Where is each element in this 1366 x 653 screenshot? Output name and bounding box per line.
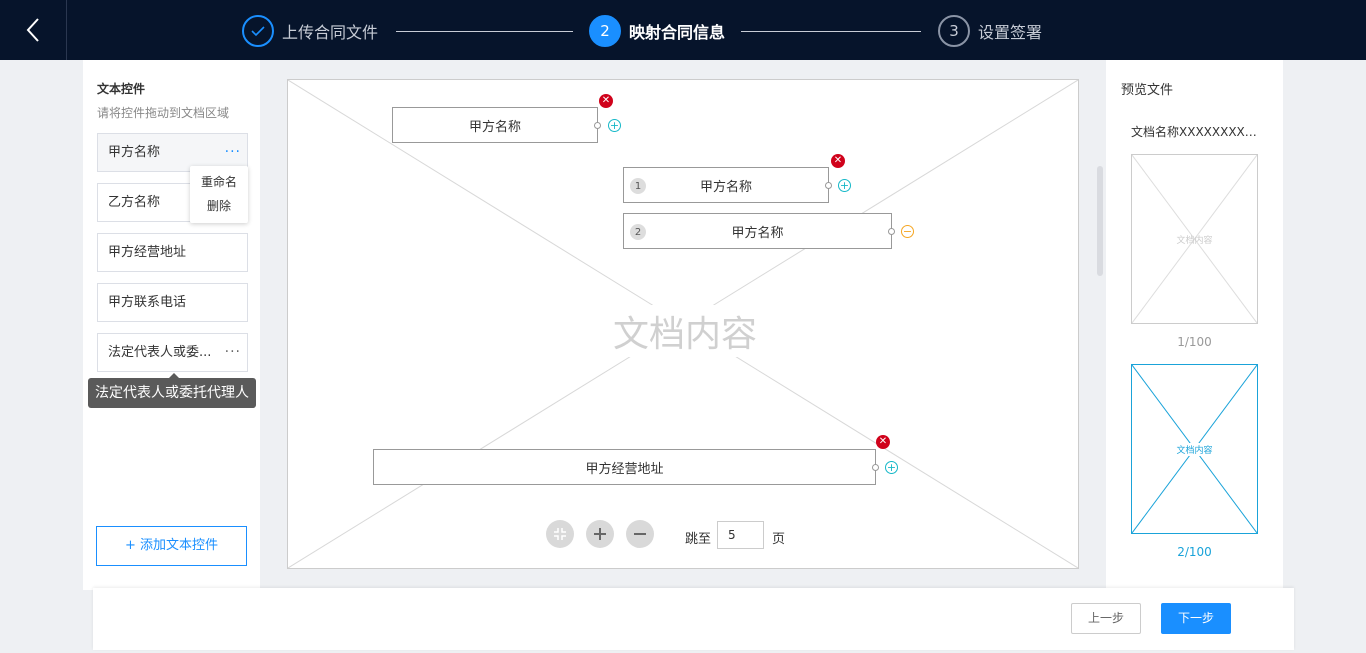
check-icon <box>242 15 274 47</box>
fit-screen-button[interactable] <box>546 520 574 548</box>
document-scrollbar[interactable] <box>1097 166 1103 276</box>
thumbnail-page-number: 1/100 <box>1177 335 1212 349</box>
field-index: 2 <box>630 224 646 240</box>
plus-icon[interactable]: + <box>838 179 851 192</box>
preview-title: 预览文件 <box>1121 83 1174 98</box>
close-icon[interactable]: ✕ <box>876 435 890 449</box>
mapped-field[interactable]: 2 甲方名称 <box>623 213 895 249</box>
resize-handle[interactable] <box>825 182 832 189</box>
plus-icon <box>594 528 606 540</box>
field-label: 甲方名称 <box>731 225 784 241</box>
step-connector <box>741 31 921 32</box>
delete-menu-item[interactable]: 删除 <box>206 199 231 213</box>
control-label: 乙方名称 <box>108 195 161 210</box>
thumbnail-text: 文档内容 <box>1172 443 1217 456</box>
more-icon[interactable]: ··· <box>224 144 241 160</box>
step-connector <box>396 31 573 32</box>
more-icon[interactable]: ··· <box>224 344 241 360</box>
page-thumbnail[interactable]: 文档内容 <box>1131 154 1258 324</box>
minus-icon[interactable]: − <box>901 225 914 238</box>
panel-hint: 请将控件拖动到文档区域 <box>97 106 230 120</box>
thumbnail-placeholder <box>1132 155 1257 323</box>
close-icon[interactable]: ✕ <box>599 94 613 108</box>
page-thumbnail[interactable]: 文档内容 <box>1131 364 1258 534</box>
control-label: 甲方名称 <box>108 145 161 160</box>
top-bar: 上传合同文件 2 映射合同信息 3 设置签署 <box>0 0 1366 60</box>
step-map: 2 映射合同信息 <box>589 15 725 47</box>
control-label: 法定代表人或委... <box>108 345 212 360</box>
field-label: 甲方名称 <box>699 179 752 195</box>
plus-icon[interactable]: + <box>885 461 898 474</box>
control-label: 甲方联系电话 <box>108 295 187 310</box>
preview-panel: 预览文件 文档名称XXXXXXXXXXXX 文档内容 1/100 文档内容 2/… <box>1106 60 1283 590</box>
thumbnail-page-number: 2/100 <box>1177 545 1212 559</box>
context-menu: 重命名 删除 <box>190 166 248 223</box>
chevron-left-icon <box>26 18 39 42</box>
footer-bar: 上一步 下一步 <box>93 588 1294 650</box>
next-step-button[interactable]: 下一步 <box>1161 603 1231 634</box>
back-button[interactable] <box>0 0 67 60</box>
close-icon[interactable]: ✕ <box>831 154 845 168</box>
minus-icon <box>634 533 646 535</box>
add-text-control-button[interactable]: + 添加文本控件 <box>96 526 247 566</box>
step-upload: 上传合同文件 <box>242 15 378 47</box>
mapped-field[interactable]: 甲方经营地址 <box>373 449 879 485</box>
text-control-item[interactable]: 甲方名称 ··· <box>97 133 248 172</box>
step-label: 设置签署 <box>978 23 1043 42</box>
page-number-input[interactable] <box>717 521 764 549</box>
previous-step-button[interactable]: 上一步 <box>1071 603 1141 634</box>
text-control-item[interactable]: 法定代表人或委... ··· <box>97 333 248 372</box>
control-label: 甲方经营地址 <box>108 245 187 260</box>
step-sign: 3 设置签署 <box>938 15 1042 47</box>
thumbnail-text: 文档内容 <box>1176 236 1213 246</box>
step-label: 映射合同信息 <box>629 23 726 42</box>
mapped-field[interactable]: 甲方名称 <box>392 107 601 143</box>
field-index: 1 <box>630 178 646 194</box>
plus-icon[interactable]: + <box>608 119 621 132</box>
step-number: 3 <box>938 15 970 47</box>
zoom-in-button[interactable] <box>586 520 614 548</box>
resize-handle[interactable] <box>594 122 601 129</box>
resize-handle[interactable] <box>888 228 895 235</box>
fit-screen-icon <box>554 528 566 540</box>
jump-label: 跳至 <box>685 532 712 547</box>
step-number: 2 <box>589 15 621 47</box>
rename-menu-item[interactable]: 重命名 <box>200 175 237 189</box>
zoom-out-button[interactable] <box>626 520 654 548</box>
document-canvas[interactable]: 文档内容 甲方名称 ✕ + 1 甲方名称 ✕ + 2 甲方名称 − 甲方经营地址… <box>287 79 1079 569</box>
page-unit-label: 页 <box>772 532 786 547</box>
mapped-field[interactable]: 1 甲方名称 <box>623 167 832 203</box>
document-watermark: 文档内容 <box>611 305 760 357</box>
document-name: 文档名称XXXXXXXXXXXX <box>1131 125 1261 139</box>
step-label: 上传合同文件 <box>282 23 379 42</box>
resize-handle[interactable] <box>872 464 879 471</box>
field-label: 甲方经营地址 <box>585 461 664 477</box>
tooltip: 法定代表人或委托代理人 <box>88 373 256 408</box>
text-control-item[interactable]: 甲方经营地址 <box>97 233 248 272</box>
panel-title: 文本控件 <box>97 82 146 96</box>
text-controls-panel: 文本控件 请将控件拖动到文档区域 甲方名称 ··· 乙方名称 甲方经营地址 甲方… <box>83 60 260 590</box>
field-label: 甲方名称 <box>468 119 521 135</box>
text-control-item[interactable]: 甲方联系电话 <box>97 283 248 322</box>
